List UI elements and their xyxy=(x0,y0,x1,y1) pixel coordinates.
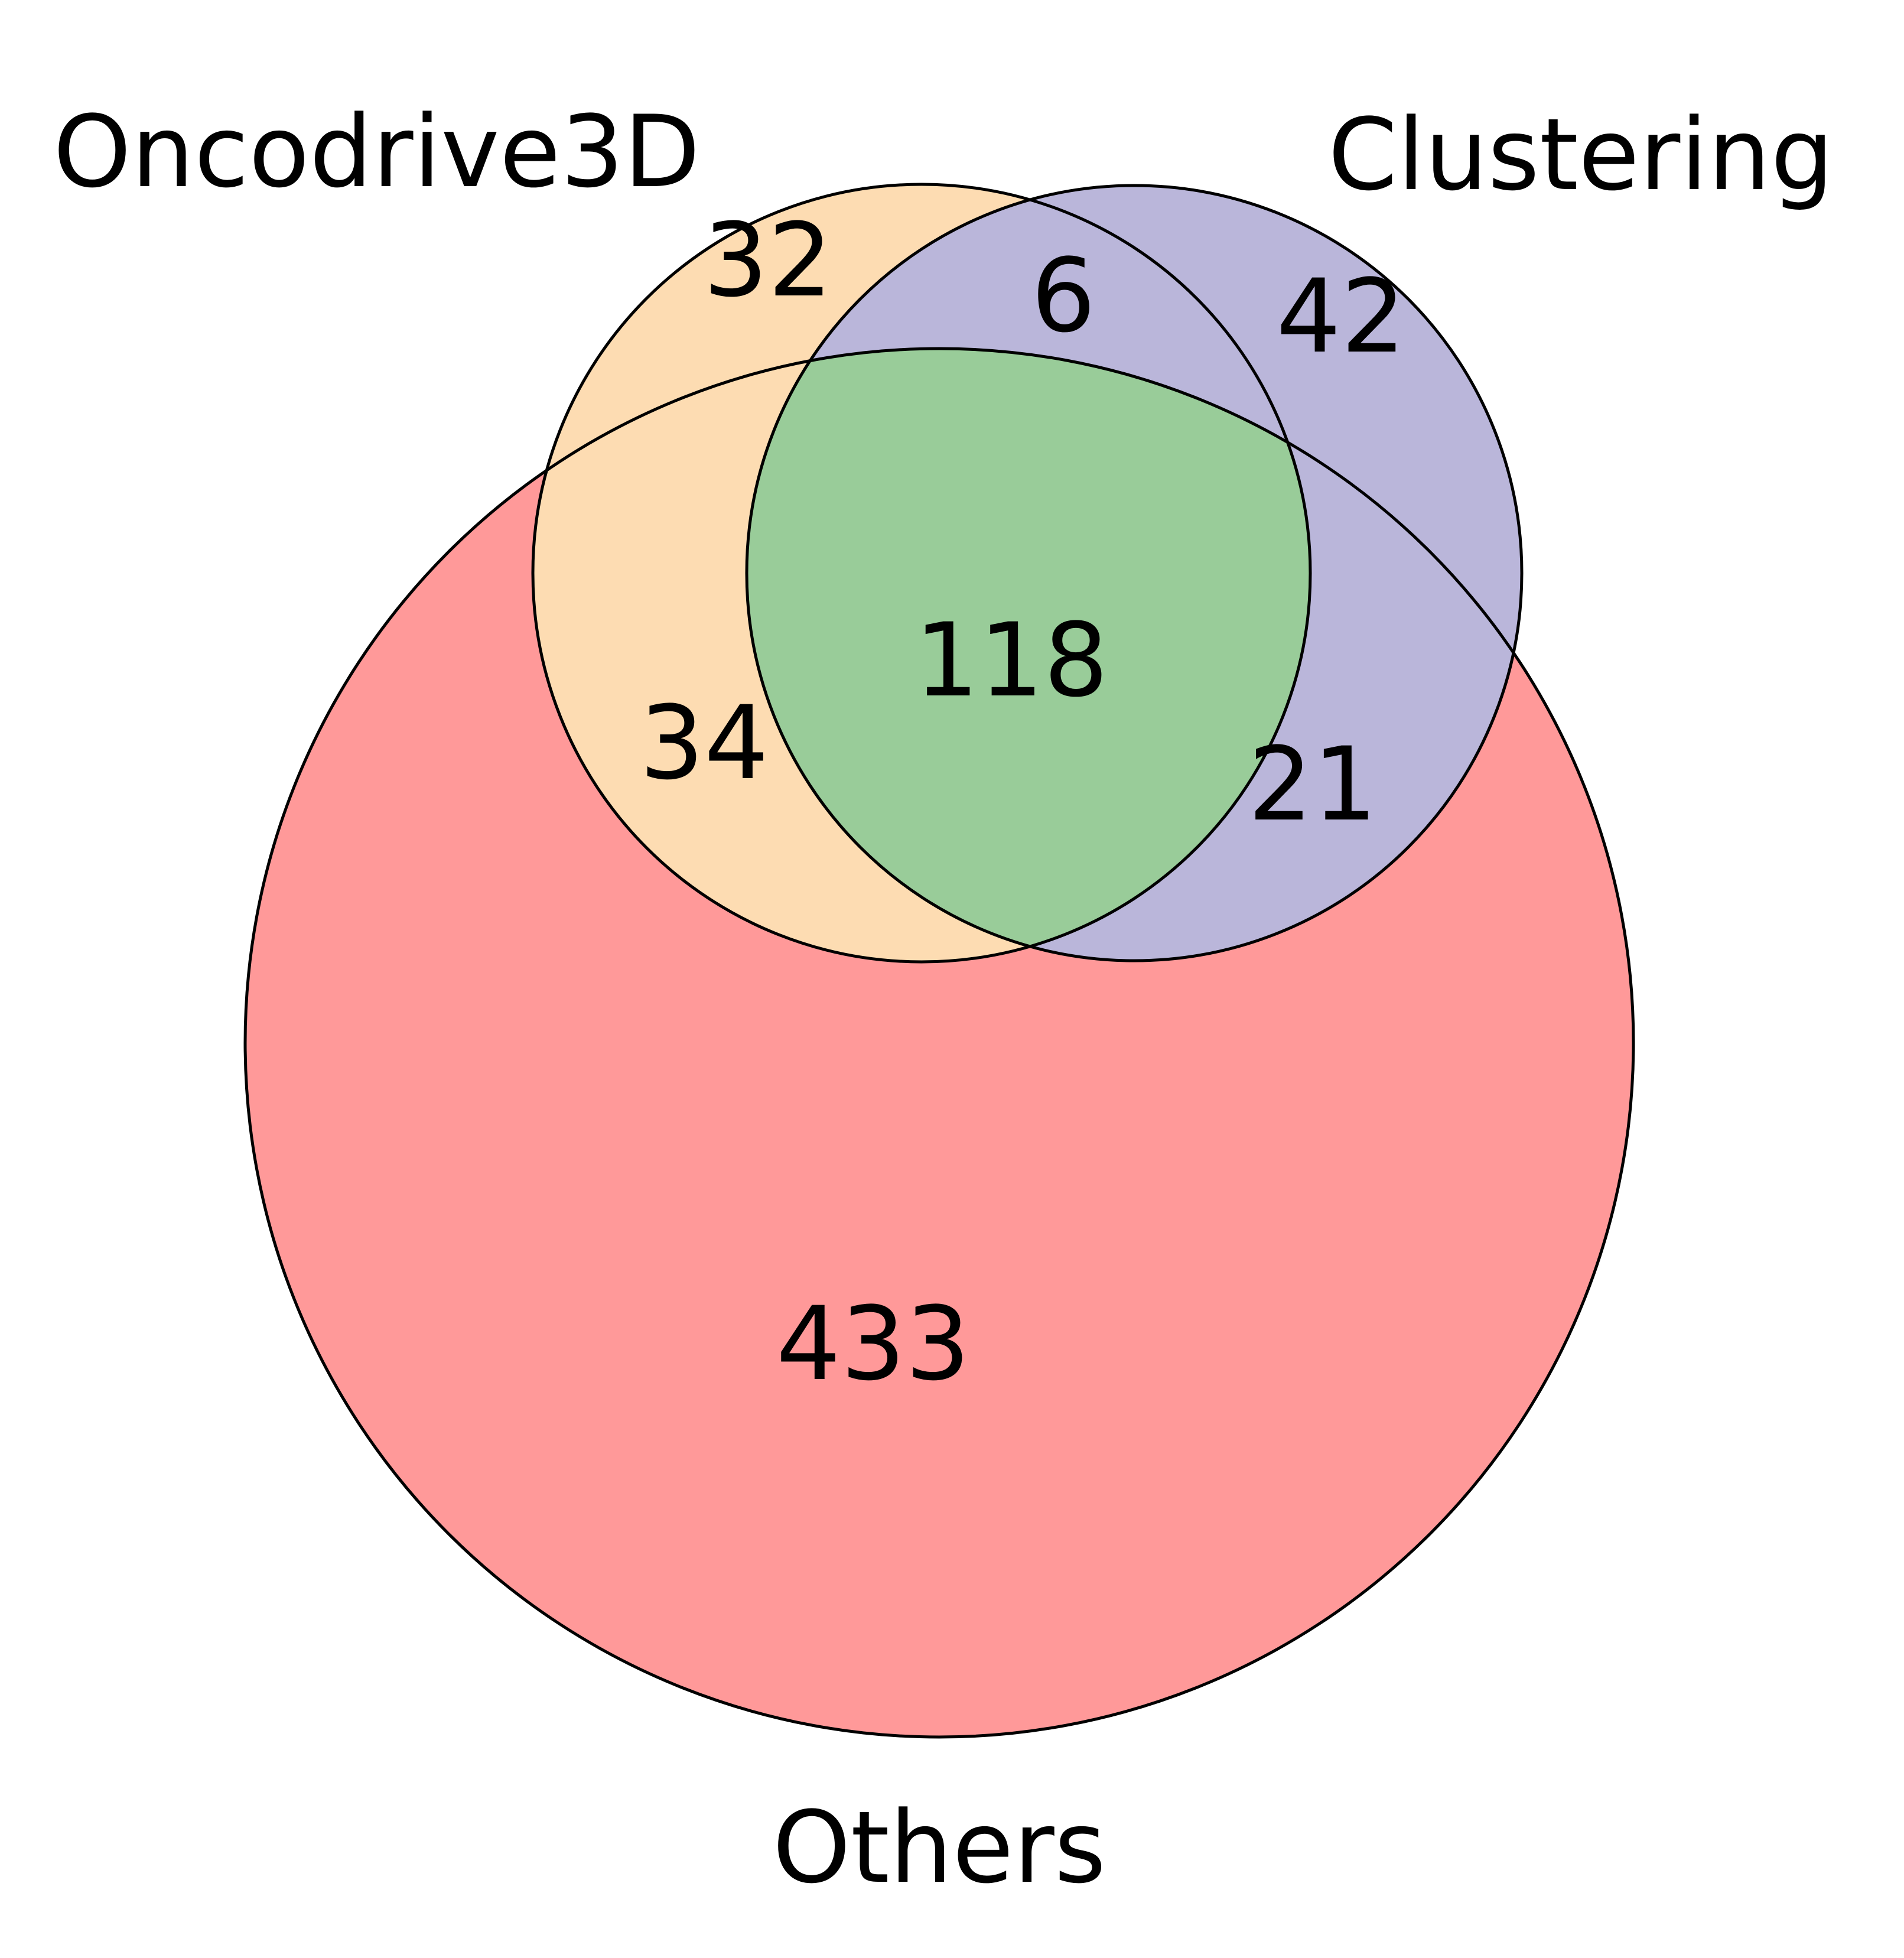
count-all-three: 118 xyxy=(914,601,1108,720)
set-label-others: Others xyxy=(773,1790,1106,1905)
others-circle-outline xyxy=(243,347,1635,1739)
set-label-clustering: Clustering xyxy=(1328,97,1834,213)
triple-overlap-group xyxy=(747,349,1310,961)
count-oncodrive3d-and-others: 34 xyxy=(640,684,769,802)
count-oncodrive3d-only: 32 xyxy=(704,201,833,320)
set-label-oncodrive3d: Oncodrive3D xyxy=(53,94,700,210)
count-others-only: 433 xyxy=(776,1284,970,1403)
count-oncodrive3d-and-clustering: 6 xyxy=(1031,236,1095,355)
count-clustering-only: 42 xyxy=(1277,257,1406,376)
count-clustering-and-others: 21 xyxy=(1248,725,1378,844)
triple-overlap-fill xyxy=(747,349,1310,961)
oncodrive3d-circle-outline xyxy=(531,183,1312,964)
clustering-circle-outline xyxy=(745,184,1524,962)
